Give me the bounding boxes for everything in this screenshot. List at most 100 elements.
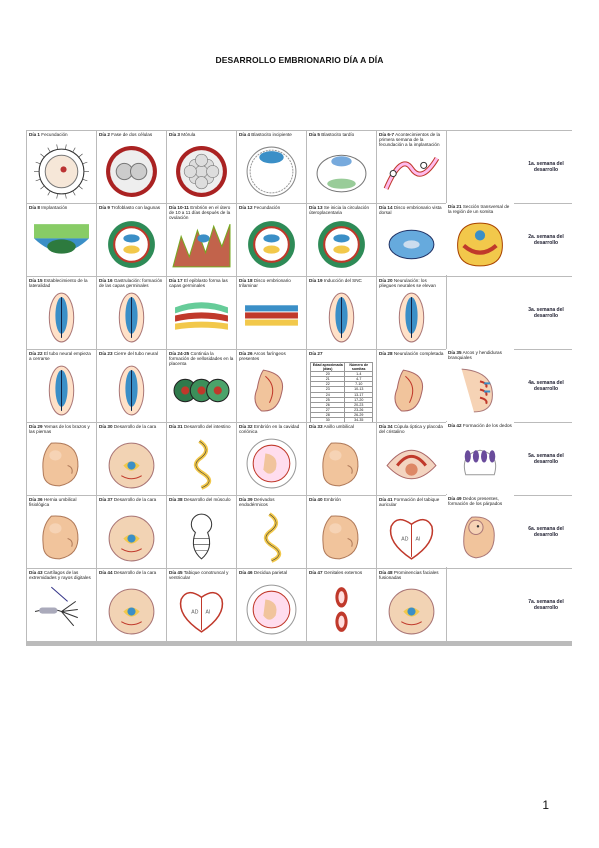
- week-label: 7a. semana del desarrollo: [447, 569, 579, 641]
- table-cell: 13-17: [344, 391, 373, 398]
- day-caption: Día 33 Anillo umbilical: [309, 424, 374, 429]
- day-caption: Día 39 Derivados endodérmicos: [239, 497, 304, 507]
- embryo-illustration: [100, 581, 163, 638]
- day-label: Día 45: [169, 570, 183, 575]
- day-description: Decidua parietal: [253, 570, 288, 575]
- embryo-illustration: [380, 362, 443, 419]
- day-cell: Día 5 Blastocito tardío: [307, 131, 376, 203]
- day-cell: Día 17 El epiblasto forma las capas germ…: [167, 277, 236, 349]
- day-label: Día 46: [239, 570, 253, 575]
- day-caption: Día 5 Blastocito tardío: [309, 132, 374, 137]
- day-cell: Día 9 Trofoblasto con lagunas: [97, 204, 166, 276]
- day-description: Blastocito tardío: [321, 132, 355, 137]
- embryo-illustration: [100, 289, 163, 346]
- day-label: Día 47: [309, 570, 323, 575]
- embryo-illustration: [30, 362, 93, 419]
- embryo-illustration: [449, 434, 511, 491]
- embryo-illustration: [380, 216, 443, 273]
- day-caption: Día 24-25 Continúa la formación de vello…: [169, 351, 234, 366]
- day-label: Día 42: [448, 423, 462, 428]
- day-caption: Día 43 Cartílagos de las extremidades y …: [29, 570, 94, 580]
- table-cell: 23-26: [344, 406, 373, 413]
- table-header: Edad aproximada (días): [309, 361, 346, 373]
- day-cell: Día 37 Desarrollo de la cara: [97, 496, 166, 568]
- day-cell: Día 27 Edad aproximada (días)Número de s…: [307, 350, 376, 422]
- day-description: Embrión en la cavidad coriónica: [239, 424, 300, 434]
- day-description: Disco embrionario trilaminar: [239, 278, 291, 288]
- table-cell: 26: [309, 401, 346, 408]
- embryo-illustration: [240, 362, 303, 419]
- table-cell: 22: [309, 381, 346, 388]
- embryo-illustration: [170, 143, 233, 200]
- embryo-illustration: [100, 362, 163, 419]
- day-description: Formación del tabique auricular: [379, 497, 440, 507]
- day-caption: Día 4 Blastocito incipiente: [239, 132, 304, 137]
- day-description: Dedos presentes, formación de los párpad…: [448, 496, 503, 506]
- day-caption: Día 26 Arcos faríngeos presentes: [239, 351, 304, 361]
- day-label: Día 13: [309, 205, 323, 210]
- day-label: Día 28: [379, 351, 393, 356]
- day-description: Acontecimientos de la primera semana de …: [379, 132, 441, 147]
- table-cell: 17-20: [344, 396, 373, 403]
- day-description: Desarrollo de la cara: [113, 497, 157, 502]
- embryo-illustration: [310, 581, 373, 638]
- week-label-text: 4a. semana del desarrollo: [528, 380, 564, 392]
- embryo-illustration: [30, 435, 93, 492]
- day-caption: Día 17 El epiblasto forma las capas germ…: [169, 278, 234, 288]
- day-cell: Día 19 Inducción del SNC: [307, 277, 376, 349]
- day-label: Día 1: [29, 132, 40, 137]
- embryo-illustration: [310, 216, 373, 273]
- day-description: Cúpula óptica y placoda del cristalino: [379, 424, 443, 434]
- embryo-illustration: [30, 216, 93, 273]
- day-caption: Día 18 Disco embrionario trilaminar: [239, 278, 304, 288]
- day-cell: Día 36 Hernia umbilical fisiológica: [27, 496, 96, 568]
- embryo-illustration: [240, 289, 303, 346]
- day-label: Día 26: [239, 351, 253, 356]
- day-description: Genitales externos: [323, 570, 363, 575]
- day-label: Día 43: [29, 570, 43, 575]
- embryo-illustration: [100, 508, 163, 565]
- day-description: Mórula: [181, 132, 196, 137]
- day-cell: Día 30 Desarrollo de la cara: [97, 423, 166, 495]
- embryo-illustration: [170, 435, 233, 492]
- table-header: Número de somitas: [344, 361, 373, 373]
- day-caption: Día 21 Sección transversal de la región …: [448, 204, 512, 214]
- embryo-illustration: [30, 508, 93, 565]
- day-description: Cierre del tubo neural: [113, 351, 159, 356]
- day-label: Día 31: [169, 424, 183, 429]
- day-cell: Día 4 Blastocito incipiente: [237, 131, 306, 203]
- day-cell: Día 40 Embrión: [307, 496, 376, 568]
- day-cell: Día 44 Desarrollo de la cara: [97, 569, 166, 641]
- day-cell: Día 32 Embrión en la cavidad coriónica: [237, 423, 306, 495]
- day-label: Día 40: [309, 497, 323, 502]
- day-description: Fase de dos células: [111, 132, 153, 137]
- day-caption: Día 30 Desarrollo de la cara: [99, 424, 164, 429]
- day-cell: Día 13 Se inicia la circulación úteropla…: [307, 204, 376, 276]
- day-description: Prominencias faciales fusionadas: [379, 570, 439, 580]
- day-caption: Día 34 Cúpula óptica y placoda del crist…: [379, 424, 444, 434]
- day-label: Día 9: [99, 205, 110, 210]
- day-caption: Día 38 Desarrollo del músculo: [169, 497, 234, 502]
- page-number: 1: [542, 798, 549, 812]
- day-caption: Día 48 Prominencias faciales fusionadas: [379, 570, 444, 580]
- day-caption: Día 8 Implantación: [29, 205, 94, 210]
- day-description: Desarrollo de la cara: [113, 424, 157, 429]
- day-caption: Día 2 Fase de dos células: [99, 132, 164, 137]
- embryo-illustration: [30, 581, 93, 638]
- day-caption: Día 46 Decidua parietal: [239, 570, 304, 575]
- day-label: Día 27: [309, 351, 323, 356]
- week-label-text: 5a. semana del desarrollo: [528, 453, 564, 465]
- day-cell: Día 2 Fase de dos células: [97, 131, 166, 203]
- embryo-illustration: [380, 435, 443, 492]
- day-cell: Día 28 Neurulación completada: [377, 350, 446, 422]
- embryo-illustration: [449, 215, 511, 272]
- table-cell: 26-29: [344, 411, 373, 419]
- embryo-illustration: [170, 362, 233, 419]
- day-cell: Día 12 Fecundación: [237, 204, 306, 276]
- day-label: Día 32: [239, 424, 253, 429]
- day-cell: Día 26 Arcos faríngeos presentes: [237, 350, 306, 422]
